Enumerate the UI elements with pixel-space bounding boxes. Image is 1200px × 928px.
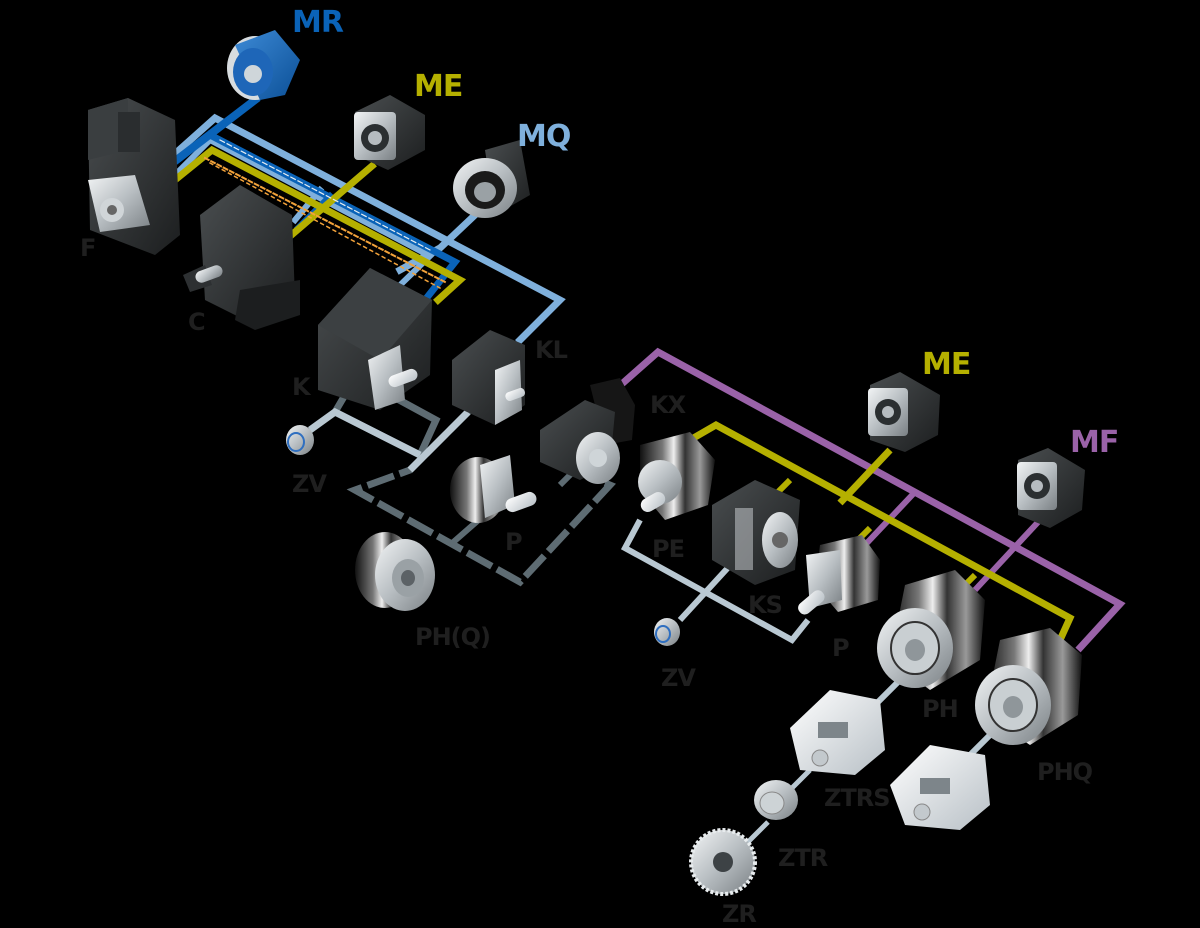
- line-kl-light: [407, 409, 471, 473]
- line-accent: [203, 156, 447, 284]
- label-zv-1: ZV: [292, 470, 327, 498]
- label-zv-2: ZV: [661, 664, 696, 692]
- line-accent-2: [208, 161, 442, 290]
- label-me-top: ME: [414, 69, 463, 104]
- pinion-ztr[interactable]: [754, 780, 798, 820]
- gearbox-pe[interactable]: [638, 432, 715, 520]
- gear-zr[interactable]: [689, 828, 757, 896]
- label-kl: KL: [535, 336, 568, 364]
- motor-adapter-me-top[interactable]: [354, 95, 425, 170]
- line-me-right: [688, 420, 1075, 642]
- pinion-zv-1[interactable]: [286, 425, 314, 455]
- label-f: F: [80, 234, 96, 262]
- label-k: K: [292, 373, 311, 401]
- gearbox-k[interactable]: [318, 268, 432, 410]
- output-lines-left: [307, 391, 616, 587]
- line-zv2: [677, 557, 738, 623]
- gearbox-p-1[interactable]: [450, 455, 538, 523]
- gearbox-kl[interactable]: [452, 330, 526, 425]
- label-kx: KX: [650, 391, 686, 419]
- line-pe-ks-p: [620, 518, 811, 644]
- label-me-right: ME: [922, 347, 971, 382]
- line-mf-branch2: [972, 517, 1043, 593]
- rack-pinion-ztrs[interactable]: [790, 690, 885, 775]
- connection-lines: [163, 94, 566, 345]
- motor-adapter-me-right[interactable]: [868, 372, 940, 452]
- motor-adapter-mf[interactable]: [1017, 448, 1085, 528]
- label-ztrs: ZTRS: [824, 784, 891, 812]
- gearbox-p-2[interactable]: [796, 535, 880, 617]
- label-ph: PH: [922, 695, 959, 723]
- label-zr: ZR: [722, 900, 757, 928]
- line-me-right-me: [837, 447, 893, 506]
- line-k-zv-light: [307, 407, 422, 459]
- label-mf: MF: [1070, 425, 1119, 460]
- gearbox-c[interactable]: [183, 185, 300, 330]
- gearbox-ks[interactable]: [712, 480, 800, 585]
- planetary-phq[interactable]: [975, 628, 1082, 745]
- label-ks: KS: [748, 591, 783, 619]
- line-mq: [163, 113, 566, 345]
- rack-pinion-ztrs-phq[interactable]: [890, 745, 990, 830]
- label-phq: PHQ: [1037, 758, 1093, 786]
- label-pe: PE: [652, 535, 685, 563]
- label-ph-q: PH(Q): [415, 623, 491, 651]
- planetary-ph-q[interactable]: [355, 532, 435, 611]
- gearbox-f[interactable]: [88, 98, 180, 255]
- line-me-branch: [283, 161, 377, 243]
- motor-adapter-mr[interactable]: [227, 30, 300, 100]
- label-ztr: ZTR: [778, 844, 828, 872]
- label-c: C: [188, 308, 206, 336]
- line-me: [170, 145, 467, 305]
- label-mq: MQ: [517, 119, 571, 154]
- pinion-zv-2[interactable]: [654, 618, 680, 646]
- label-p-1: P: [505, 528, 523, 556]
- gearbox-kx[interactable]: [540, 378, 635, 484]
- line-accent-3: [219, 139, 431, 251]
- label-p-2: P: [832, 634, 850, 662]
- motor-adapter-mq[interactable]: [453, 140, 530, 218]
- planetary-ph[interactable]: [877, 570, 985, 690]
- line-mf: [612, 347, 1126, 653]
- label-mr: MR: [292, 5, 344, 40]
- line-mq-branch: [395, 210, 480, 275]
- line-mq-c: [290, 185, 325, 225]
